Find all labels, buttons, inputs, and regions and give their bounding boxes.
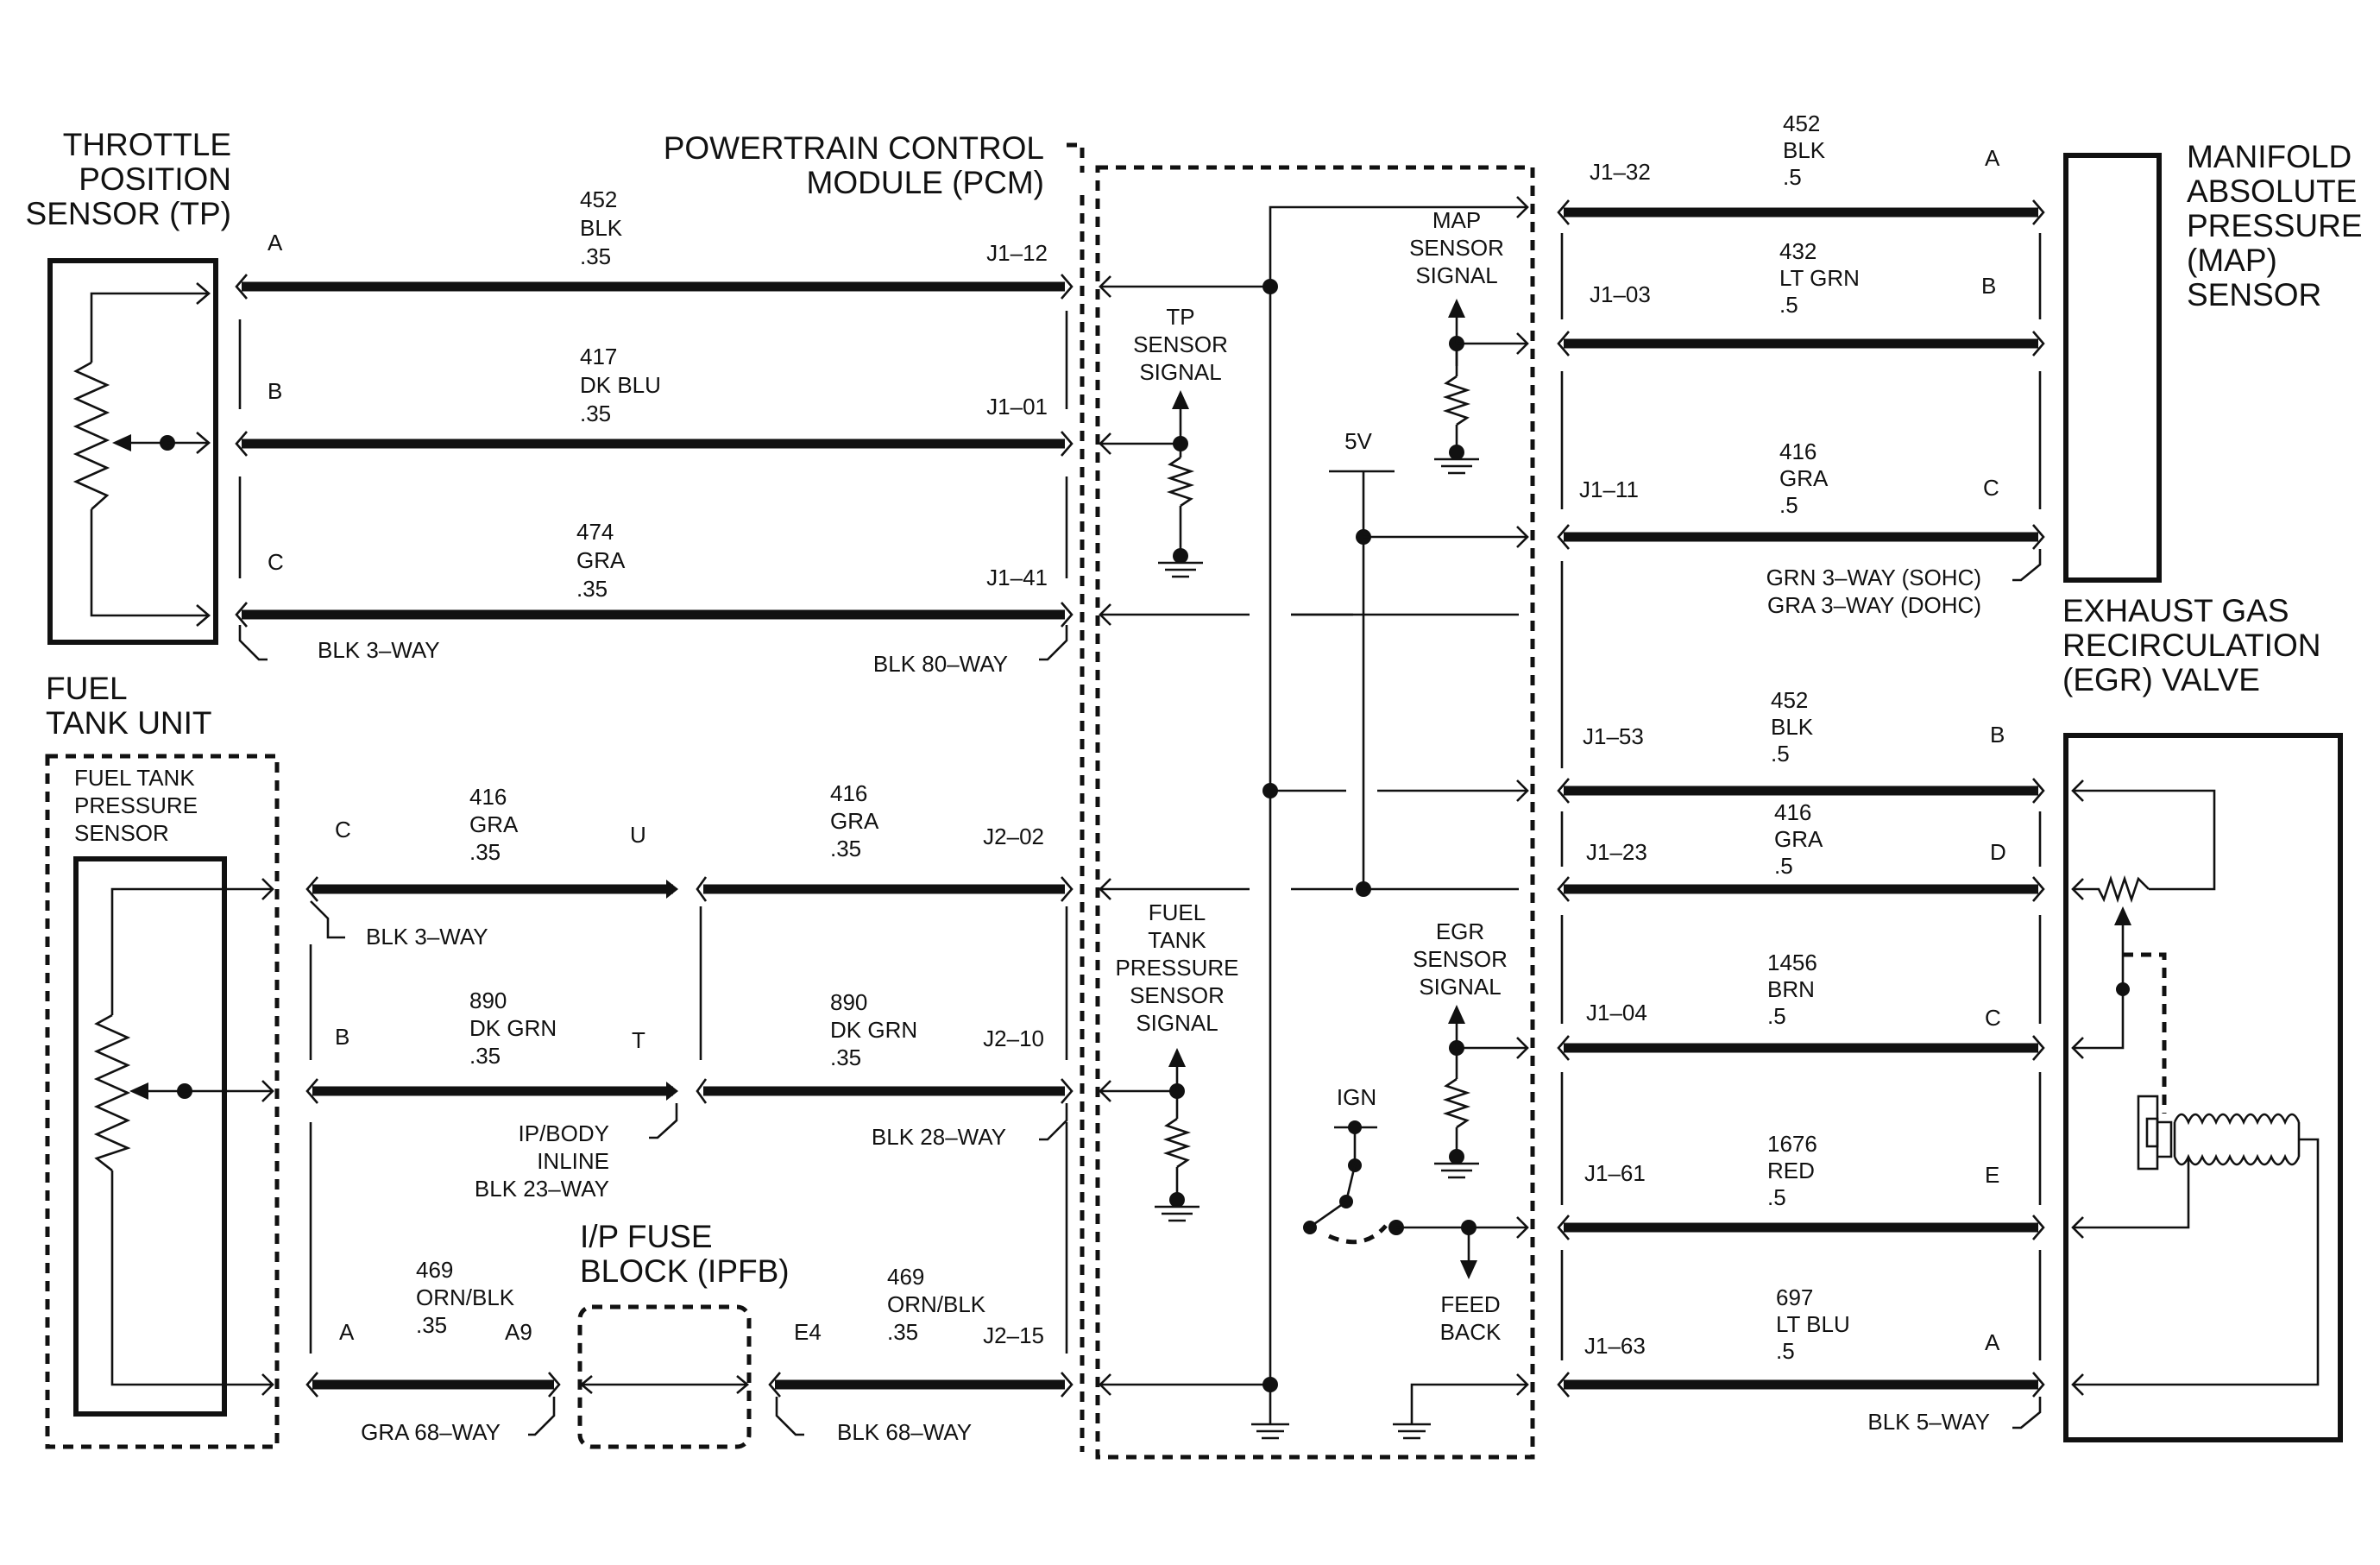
- egr-pin-b: B: [1990, 722, 2005, 748]
- pcm-80way-label: BLK 80–WAY: [873, 651, 1008, 677]
- fuel-inline-a9: A9: [505, 1319, 532, 1345]
- fuel-wire-harness: [305, 876, 1074, 1436]
- fuel-fuse-pin-e4: E4: [794, 1319, 822, 1345]
- tp-pin-b: B: [268, 378, 282, 404]
- tp-connector-label: BLK 3–WAY: [318, 637, 440, 663]
- egr-pin-a: A: [1985, 1329, 2000, 1355]
- map-pin-a: A: [1985, 145, 2000, 171]
- egr-pin-e: E: [1985, 1162, 1999, 1188]
- fuel-pin-c: C: [335, 817, 351, 842]
- pcm-28way-label: BLK 28–WAY: [872, 1124, 1006, 1150]
- egr-terminal-j1-53: J1–53: [1583, 723, 1644, 749]
- fuel-terminal-j2-02: J2–02: [983, 824, 1044, 849]
- tp-terminal-j1-41: J1–41: [986, 565, 1048, 590]
- blk-68way-label: BLK 68–WAY: [837, 1419, 972, 1445]
- fuel-tank-unit: [45, 754, 280, 1449]
- fuel-terminal-j2-10: J2–10: [983, 1025, 1044, 1051]
- fuel-pin-a: A: [339, 1319, 355, 1345]
- fuel-connector-label: BLK 3–WAY: [366, 924, 488, 950]
- map-pin-b: B: [1981, 273, 1996, 299]
- tp-terminal-j1-12: J1–12: [986, 240, 1048, 266]
- egr-terminal-j1-61: J1–61: [1584, 1160, 1646, 1186]
- map-terminal-j1-11: J1–11: [1579, 476, 1639, 502]
- tp-pin-c: C: [268, 549, 284, 575]
- fuel-terminal-j2-15: J2–15: [983, 1322, 1044, 1348]
- gra-68way-label: GRA 68–WAY: [361, 1419, 501, 1445]
- egr-connector-label: BLK 5–WAY: [1867, 1409, 1990, 1435]
- fuel-inline-u: U: [630, 822, 646, 848]
- tp-wire-harness: [235, 274, 1074, 661]
- map-terminal-j1-32: J1–32: [1590, 159, 1651, 185]
- right-wire-harness: [1557, 199, 2045, 1429]
- fuel-inline-t: T: [632, 1027, 645, 1053]
- pcm-module: [1067, 142, 1535, 1460]
- egr-pin-c: C: [1985, 1005, 2001, 1031]
- map-sensor-box: [2063, 153, 2162, 583]
- map-pin-c: C: [1983, 475, 1999, 501]
- egr-pin-d: D: [1990, 839, 2006, 865]
- egr-terminal-j1-63: J1–63: [1584, 1333, 1646, 1359]
- egr-terminal-j1-04: J1–04: [1586, 1000, 1647, 1025]
- tp-pin-a: A: [268, 230, 283, 256]
- tp-terminal-j1-01: J1–01: [986, 394, 1048, 420]
- egr-valve: [2063, 733, 2343, 1442]
- tp-sensor: [47, 258, 218, 645]
- ign-label: IGN: [1337, 1084, 1376, 1110]
- map-terminal-j1-03: J1–03: [1590, 281, 1651, 307]
- map-connector-label: GRN 3–WAY (SOHC)GRA 3–WAY (DOHC): [1766, 565, 1981, 618]
- fuel-pin-b: B: [335, 1024, 349, 1050]
- five-volt-label: 5V: [1344, 428, 1372, 454]
- ip-fuse-block: [577, 1304, 752, 1449]
- egr-terminal-j1-23: J1–23: [1586, 839, 1647, 865]
